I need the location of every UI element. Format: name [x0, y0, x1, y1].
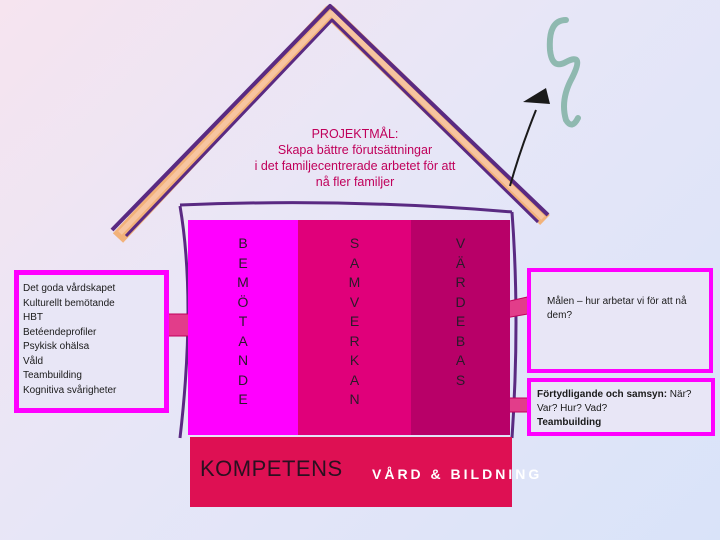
column-letter: E — [238, 391, 248, 407]
goals-box: Målen – hur arbetar vi för att nå dem? — [527, 268, 713, 373]
foundation-slogan: VÅRD & BILDNING — [372, 466, 543, 482]
roof-inner-line — [124, 18, 540, 238]
column-letter: M — [237, 274, 249, 290]
clarification-tail: Teambuilding — [537, 417, 602, 428]
column-letter: V — [349, 293, 360, 310]
house-foundation — [190, 437, 512, 507]
column-letter: M — [348, 274, 361, 290]
column-letter: B — [238, 235, 248, 251]
topic-item: HBT — [23, 312, 43, 323]
clarification-questions: När? Var? Hur? Vad? — [537, 389, 692, 414]
smoke-arrow-line — [509, 109, 537, 187]
column-letter: R — [349, 332, 360, 349]
topic-item: Kognitiva svårigheter — [23, 384, 117, 396]
topic-item: Kulturellt bemötande — [23, 297, 115, 309]
topic-item: Det goda vårdskapet — [23, 283, 116, 294]
goal-line: i det familjecentrerade arbetet för att — [254, 159, 456, 173]
column-letter: A — [455, 352, 466, 368]
clarification-box: Förtydligande och samsyn: När? Var? Hur?… — [527, 378, 715, 436]
smoke-arrow-head — [523, 88, 550, 104]
roof-band — [118, 10, 545, 235]
goal-line: Skapa bättre förutsättningar — [277, 143, 433, 157]
goals-text: Målen – hur arbetar vi för att nå dem? — [547, 296, 687, 321]
column-letter: E — [238, 254, 248, 271]
column-letter: N — [349, 391, 360, 407]
roof-outer-line — [110, 4, 550, 232]
column-letter: D — [237, 371, 249, 388]
column-letter: K — [349, 352, 360, 368]
clarification-lead: Förtydligande och samsyn: — [537, 389, 668, 400]
foundation-title: KOMPETENS — [200, 456, 343, 481]
column-letter: T — [238, 313, 248, 329]
column-letter: D — [455, 293, 466, 310]
project-goal: PROJEKTMÅL: Skapa bättre förutsättningar… — [215, 126, 495, 190]
column-letter: S — [455, 371, 466, 388]
column-bemotande: B E M Ö T A N D E — [188, 220, 298, 435]
left-topics-box: Det goda vårdskapet Kulturellt bemötande… — [14, 270, 169, 413]
column-letter: B — [455, 332, 466, 349]
column-letter: N — [237, 352, 249, 368]
goal-line: nå fler familjer — [315, 175, 395, 189]
column-letter: S — [349, 235, 360, 251]
column-letter: A — [349, 254, 360, 271]
column-letter: E — [349, 313, 360, 329]
goal-line: PROJEKTMÅL: — [311, 127, 399, 141]
column-letter: V — [455, 235, 466, 251]
topic-item: Teambuilding — [23, 370, 82, 381]
column-samverkan: S A M V E R K A N — [298, 220, 411, 435]
column-letter: A — [238, 332, 248, 349]
column-letter: Ä — [455, 254, 466, 271]
chimney-swirl — [546, 17, 581, 128]
column-letter: A — [349, 371, 360, 388]
topic-item: Våld — [23, 355, 44, 367]
roof-eave — [179, 201, 513, 214]
column-letter: E — [455, 313, 466, 329]
column-letter: R — [455, 274, 466, 290]
column-vardebas: V Ä R D E B A S — [411, 220, 510, 435]
column-letter: Ö — [237, 293, 249, 310]
topic-item: Betéendeprofiler — [23, 326, 97, 338]
topic-item: Psykisk ohälsa — [23, 341, 90, 352]
